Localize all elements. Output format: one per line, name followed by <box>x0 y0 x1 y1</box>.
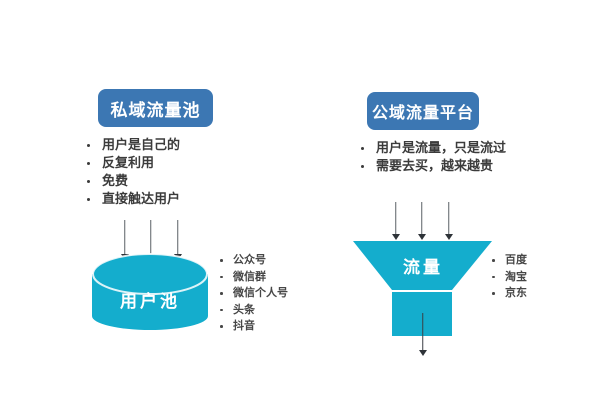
down-arrow-icon <box>444 202 453 240</box>
list-item: 抖音 <box>218 318 318 335</box>
private-pool-header: 私域流量池 <box>98 89 213 127</box>
public-platform-header: 公域流量平台 <box>367 92 479 130</box>
arrow-shaft <box>421 313 424 351</box>
down-arrow-icon <box>418 313 427 356</box>
arrow-shaft <box>123 220 126 255</box>
funnel-cone <box>353 241 492 290</box>
down-arrow-icon <box>417 202 426 240</box>
cylinder-top <box>92 253 208 295</box>
traffic-label: 流量 <box>403 258 443 277</box>
private-channels-list: 公众号 微信群 微信个人号 头条 抖音 <box>218 252 318 335</box>
public-platform-points: 用户是流量，只是流过 需要去买，越来越贵 <box>358 139 568 175</box>
arrow-shaft <box>420 202 423 235</box>
list-item: 免费 <box>84 172 254 190</box>
user-pool-label: 用户池 <box>120 292 180 311</box>
list-item: 淘宝 <box>490 269 570 286</box>
user-pool-cylinder <box>92 253 208 330</box>
list-item: 反复利用 <box>84 154 254 172</box>
arrow-head <box>391 234 400 240</box>
arrow-shaft <box>447 202 450 235</box>
arrow-shaft <box>149 220 152 255</box>
list-item: 公众号 <box>218 252 318 269</box>
list-item: 需要去买，越来越贵 <box>358 157 568 175</box>
list-item: 用户是流量，只是流过 <box>358 139 568 157</box>
arrow-head <box>417 234 426 240</box>
list-item: 微信群 <box>218 269 318 286</box>
list-item: 京东 <box>490 285 570 302</box>
list-item: 头条 <box>218 302 318 319</box>
arrow-head <box>444 234 453 240</box>
arrow-head <box>418 350 427 356</box>
down-arrow-icon <box>391 202 400 240</box>
public-channels-list: 百度 淘宝 京东 <box>490 252 570 302</box>
private-pool-points: 用户是自己的 反复利用 免费 直接触达用户 <box>84 136 254 208</box>
list-item: 百度 <box>490 252 570 269</box>
list-item: 微信个人号 <box>218 285 318 302</box>
list-item: 直接触达用户 <box>84 190 254 208</box>
arrow-shaft <box>176 220 179 255</box>
list-item: 用户是自己的 <box>84 136 254 154</box>
arrow-shaft <box>394 202 397 235</box>
